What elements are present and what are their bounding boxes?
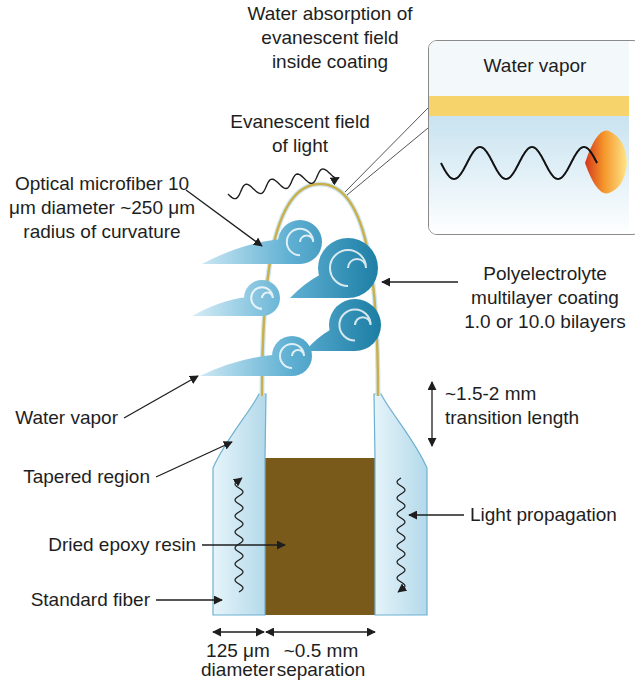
dimension-label: ~1.5-2 mm transition length xyxy=(445,382,605,430)
epoxy-block xyxy=(265,458,375,615)
illustration-part xyxy=(124,376,198,418)
standard-fiber xyxy=(213,394,266,615)
callout-label: Evanescent field of light xyxy=(220,110,380,158)
illustration-part xyxy=(397,478,405,592)
water-vapor-swirl xyxy=(192,220,381,376)
part-label: Polyelectrolyte multilayer coating 1.0 o… xyxy=(462,262,628,334)
illustration-part xyxy=(287,229,313,255)
illustration-part xyxy=(409,514,464,515)
standard-fiber xyxy=(374,394,427,615)
dimension-label: 125 μm diameter xyxy=(192,641,284,679)
part-label: Tapered region xyxy=(8,465,150,489)
illustration-part xyxy=(156,442,232,477)
microfiber-loop xyxy=(262,184,378,396)
illustration-part xyxy=(213,631,264,632)
part-label: Light propagation xyxy=(470,503,630,527)
illustration-part xyxy=(156,599,222,600)
illustration-part xyxy=(266,631,375,632)
illustration-part xyxy=(202,544,285,545)
illustration-part xyxy=(244,280,280,316)
illustration-part xyxy=(228,169,339,199)
illustration-part xyxy=(278,220,322,264)
illustration-part xyxy=(382,281,458,282)
illustration-part xyxy=(429,96,629,116)
illustration-part xyxy=(235,478,243,592)
illustration-part xyxy=(186,190,262,246)
coating-layer xyxy=(262,184,378,396)
illustration-part xyxy=(251,287,273,309)
illustration-part xyxy=(585,131,627,194)
callout-label: Water absorption of evanescent field ins… xyxy=(244,2,416,74)
illustration-part xyxy=(272,336,312,376)
illustration-part xyxy=(429,116,629,235)
zoom-line xyxy=(347,128,428,195)
illustration-part xyxy=(441,147,597,179)
inset-box: Water vapor xyxy=(428,40,635,235)
illustration-part xyxy=(431,382,432,446)
illustration-part xyxy=(318,238,378,298)
part-label: Optical microfiber 10 μm diameter ~250 μ… xyxy=(2,172,202,244)
illustration-part xyxy=(329,299,381,351)
light-waves xyxy=(228,169,405,592)
inset-label: Water vapor xyxy=(429,41,635,78)
illustration-part xyxy=(280,344,304,368)
illustration-part xyxy=(339,309,370,340)
part-label: Water vapor xyxy=(8,406,118,430)
leader-lines xyxy=(124,190,464,632)
part-label: Dried epoxy resin xyxy=(4,533,196,557)
part-label: Standard fiber xyxy=(8,588,150,612)
illustration-part xyxy=(330,250,366,286)
dimension-label: ~0.5 mm separation xyxy=(265,641,377,679)
